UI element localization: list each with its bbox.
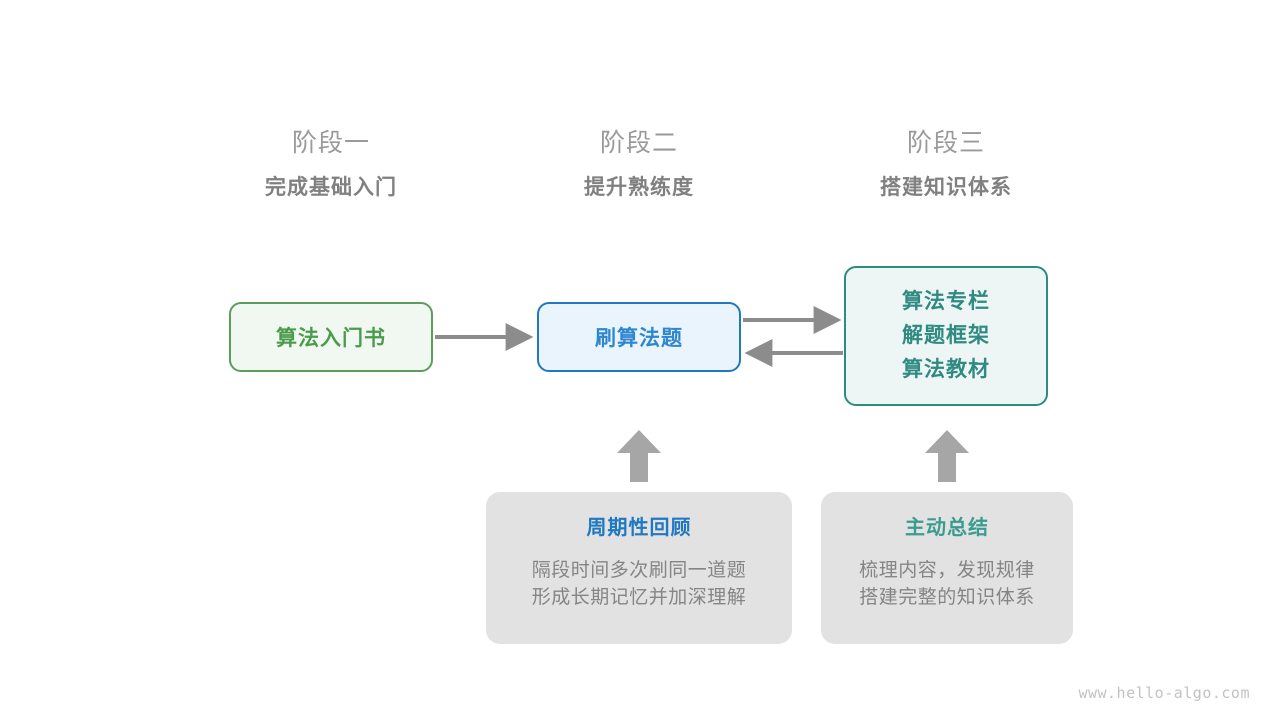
card-body: 梳理内容，发现规律 搭建完整的知识体系 <box>859 558 1035 612</box>
stage-number-1: 阶段一 <box>291 129 370 157</box>
card-body: 隔段时间多次刷同一道题 形成长期记忆并加深理解 <box>532 558 747 612</box>
arrow-up-card2 <box>925 430 969 482</box>
card-body-line-2: 搭建完整的知识体系 <box>859 586 1035 608</box>
card-title: 主动总结 <box>905 517 989 539</box>
node-label-line-2: 解题框架 <box>902 323 990 347</box>
stage-number-3: 阶段三 <box>906 129 985 157</box>
node-label-line-3: 算法教材 <box>902 358 990 381</box>
node-algorithm-intro-book[interactable]: 算法入门书 <box>229 302 433 372</box>
node-practice-problems[interactable]: 刷算法题 <box>537 302 741 372</box>
stage-number-2: 阶段二 <box>599 129 678 157</box>
arrow-up-card1 <box>617 430 661 482</box>
card-active-summary[interactable]: 主动总结 梳理内容，发现规律 搭建完整的知识体系 <box>821 492 1073 644</box>
watermark: www.hello-algo.com <box>1078 684 1250 702</box>
node-label: 刷算法题 <box>595 327 683 350</box>
card-body-line-2: 形成长期记忆并加深理解 <box>531 586 747 608</box>
stage-header-1: 阶段一 完成基础入门 <box>201 128 461 200</box>
card-title: 周期性回顾 <box>586 517 692 539</box>
stage-header-3: 阶段三 搭建知识体系 <box>816 128 1076 200</box>
card-body-line-1: 梳理内容，发现规律 <box>859 560 1035 581</box>
card-periodic-review[interactable]: 周期性回顾 隔段时间多次刷同一道题 形成长期记忆并加深理解 <box>486 492 792 644</box>
card-body-line-1: 隔段时间多次刷同一道题 <box>531 560 747 581</box>
stage-title-1: 完成基础入门 <box>265 176 397 199</box>
stage-title-2: 提升熟练度 <box>584 176 694 199</box>
node-label: 算法入门书 <box>276 327 386 350</box>
node-label-line-1: 算法专栏 <box>902 289 990 313</box>
stage-header-2: 阶段二 提升熟练度 <box>509 128 769 200</box>
stage-title-3: 搭建知识体系 <box>880 176 1012 199</box>
node-learning-resources[interactable]: 算法专栏 解题框架 算法教材 <box>844 266 1048 406</box>
